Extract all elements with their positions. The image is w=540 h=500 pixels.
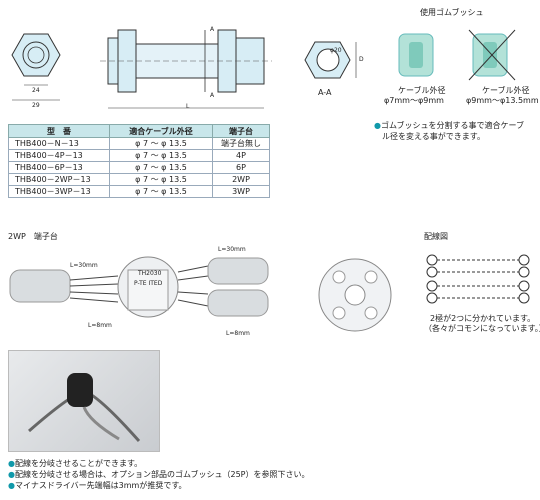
- cell-cable: φ 7 ～ φ 13.5: [109, 185, 213, 198]
- l8-right: L=8mm: [226, 330, 250, 337]
- bottom-note-2: ●配線を分岐させる場合は、オプション部品のゴムブッシュ（25P）を参照下さい。: [8, 470, 310, 479]
- wiring-diagram-svg: [426, 254, 530, 304]
- l30-right: L=30mm: [218, 246, 246, 253]
- rubber-bush-svg: [398, 29, 516, 81]
- terminal-block-svg: [9, 256, 269, 318]
- arrow-a-bottom: A: [210, 92, 215, 99]
- l8-left: L=8mm: [88, 322, 112, 329]
- cell-cable: φ 7 ～ φ 13.5: [109, 149, 213, 162]
- cell-model: THB400－3WP－13: [8, 185, 110, 198]
- header-terminal: 端子台: [212, 124, 270, 138]
- bottom-note-text: マイナスドライバー先端幅は3mmが推奨です。: [14, 481, 187, 490]
- dim-d: D: [359, 56, 364, 63]
- cable-large-label: ケーブル外径: [482, 86, 530, 95]
- block-text1: TH2030: [138, 270, 162, 277]
- bush-note: ●ゴムブッシュを分割する事で適合ケーブ ル径を変える事ができます。: [374, 121, 525, 141]
- bottom-note-text: 配線を分岐させる場合は、オプション部品のゴムブッシュ（25P）を参照下さい。: [14, 470, 310, 479]
- cable-large-range: φ9mm～φ13.5mm: [466, 96, 539, 105]
- dim-29: 29: [32, 102, 40, 109]
- dim-24: 24: [32, 87, 40, 94]
- cell-model: THB400－6P－13: [8, 161, 110, 174]
- cell-model: THB400－2WP－13: [8, 173, 110, 186]
- cell-terminal: 3WP: [212, 185, 270, 198]
- wiring-caption2: （各々がコモンになっています。）: [424, 324, 540, 333]
- terminal-title: 2WP 端子台: [8, 232, 58, 241]
- l30-left: L=30mm: [70, 262, 98, 269]
- cable-small-range: φ7mm～φ9mm: [384, 96, 444, 105]
- connector-drawing-svg: [11, 29, 357, 109]
- cell-cable: φ 7 ～ φ 13.5: [109, 137, 213, 150]
- bush-note-line1: ゴムブッシュを分割する事で適合ケーブ: [380, 121, 525, 130]
- dim-l: L: [186, 103, 190, 110]
- block-text2: P-TE ITED: [134, 280, 163, 287]
- bush-note-line2: ル径を変える事ができます。: [382, 132, 485, 141]
- cell-terminal: 端子台無し: [212, 137, 270, 150]
- section-label: A-A: [318, 88, 332, 97]
- dimension-drawing: [0, 0, 380, 120]
- dim-phi: φ20: [330, 47, 342, 54]
- cell-terminal: 2WP: [212, 173, 270, 186]
- wiring-caption1: 2極が2つに分かれています。: [430, 314, 536, 323]
- cable-small-label: ケーブル外径: [398, 86, 446, 95]
- cell-terminal: 4P: [212, 149, 270, 162]
- cell-terminal: 6P: [212, 161, 270, 174]
- product-photo: [8, 350, 160, 452]
- bottom-note-3: ●マイナスドライバー先端幅は3mmが推奨です。: [8, 481, 187, 490]
- header-model: 型 番: [8, 124, 110, 138]
- bottom-note-1: ●配線を分岐させることができます。: [8, 459, 143, 468]
- header-cable: 適合ケーブル外径: [109, 124, 213, 138]
- connector-face-svg: [318, 258, 392, 332]
- cell-cable: φ 7 ～ φ 13.5: [109, 173, 213, 186]
- photo-illustration-svg: [28, 373, 141, 442]
- cell-cable: φ 7 ～ φ 13.5: [109, 161, 213, 174]
- bottom-note-text: 配線を分岐させることができます。: [14, 459, 143, 468]
- wiring-title: 配線図: [424, 232, 448, 241]
- table-header-row: 型 番 適合ケーブル外径 端子台: [8, 124, 270, 138]
- cell-model: THB400－4P－13: [8, 149, 110, 162]
- bush-title: 使用ゴムブッシュ: [420, 8, 484, 17]
- arrow-a-top: A: [210, 26, 215, 33]
- cell-model: THB400－N－13: [8, 137, 110, 150]
